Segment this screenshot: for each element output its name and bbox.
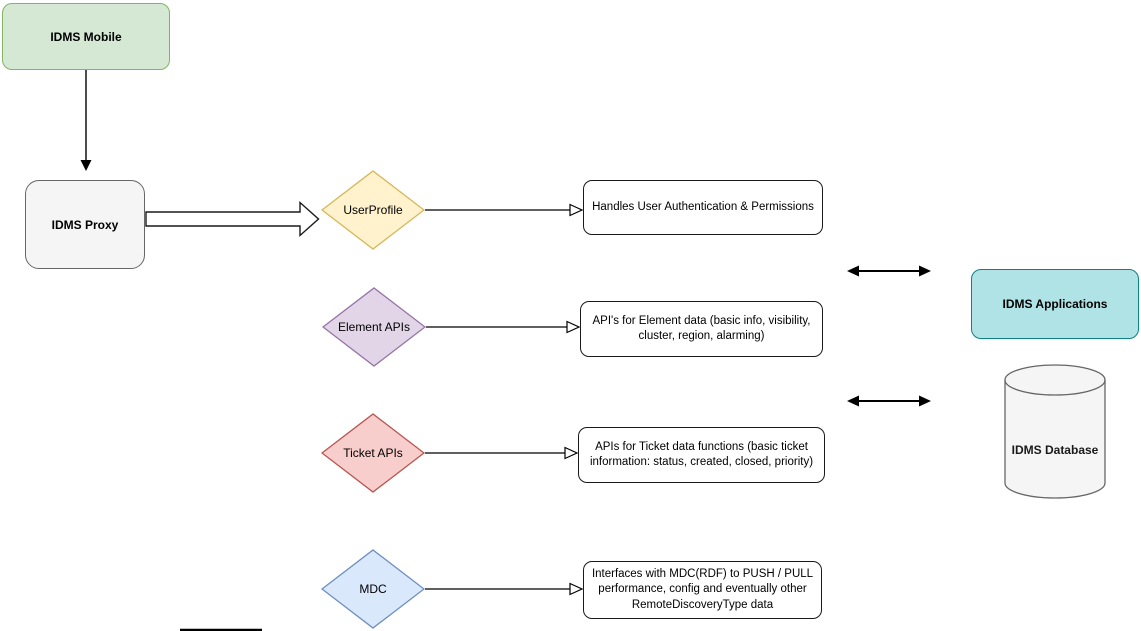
desc-ticket-apis: APIs for Ticket data functions (basic ti… <box>578 427 825 483</box>
node-label: IDMS Proxy <box>51 217 119 232</box>
diamond-shape <box>321 413 425 493</box>
arrowhead-left-icon <box>847 395 859 407</box>
diamond-label: MDC <box>359 582 387 596</box>
node-idms-applications: IDMS Applications <box>971 269 1139 339</box>
diamond-label: Ticket APIs <box>343 446 403 460</box>
edge-proxy-hollow-arrow <box>145 200 320 238</box>
edge-elementapis-to-desc <box>426 320 581 334</box>
diamond-ticket-apis: Ticket APIs <box>321 413 425 493</box>
desc-text: Interfaces with MDC(RDF) to PUSH / PULL … <box>591 568 814 611</box>
edge-userprofile-to-desc <box>425 203 584 217</box>
edge-ticketapis-to-desc <box>425 446 579 460</box>
node-label: IDMS Database <box>1011 443 1099 457</box>
edge-bidirectional-database <box>847 395 931 407</box>
diamond-label: UserProfile <box>343 203 403 217</box>
diamond-mdc: MDC <box>321 549 425 629</box>
desc-text: Handles User Authentication & Permission… <box>592 200 814 213</box>
open-arrowhead-icon <box>569 582 584 596</box>
arrowhead-left-icon <box>847 265 859 277</box>
arrowhead-right-icon <box>919 395 931 407</box>
diamond-shape <box>322 287 426 367</box>
desc-element-apis: API's for Element data (basic info, visi… <box>580 301 823 357</box>
open-arrowhead-icon <box>569 203 584 217</box>
diamond-userprofile: UserProfile <box>321 170 425 250</box>
node-label: IDMS Applications <box>1002 297 1108 311</box>
diamond-shape <box>321 170 425 250</box>
diamond-label: Element APIs <box>337 320 411 334</box>
open-arrowhead-icon <box>566 320 581 334</box>
edge-mobile-to-proxy <box>80 70 92 171</box>
database-cylinder-icon <box>1004 364 1106 499</box>
diamond-element-apis: Element APIs <box>322 287 426 367</box>
open-arrowhead-icon <box>564 446 579 460</box>
arrowhead-right-icon <box>919 265 931 277</box>
diamond-shape <box>321 549 425 629</box>
arrowhead-down-icon <box>80 160 92 171</box>
node-idms-mobile: IDMS Mobile <box>2 3 170 70</box>
node-label: IDMS Mobile <box>50 29 122 44</box>
desc-userprofile: Handles User Authentication & Permission… <box>583 180 823 235</box>
desc-text: API's for Element data (basic info, visi… <box>592 314 811 342</box>
edge-mdc-to-desc <box>425 582 584 596</box>
edge-bidirectional-applications <box>847 265 931 277</box>
desc-text: APIs for Ticket data functions (basic ti… <box>589 440 814 468</box>
node-idms-database: IDMS Database <box>1003 363 1107 500</box>
desc-mdc: Interfaces with MDC(RDF) to PUSH / PULL … <box>583 561 822 619</box>
node-idms-proxy: IDMS Proxy <box>25 180 145 269</box>
